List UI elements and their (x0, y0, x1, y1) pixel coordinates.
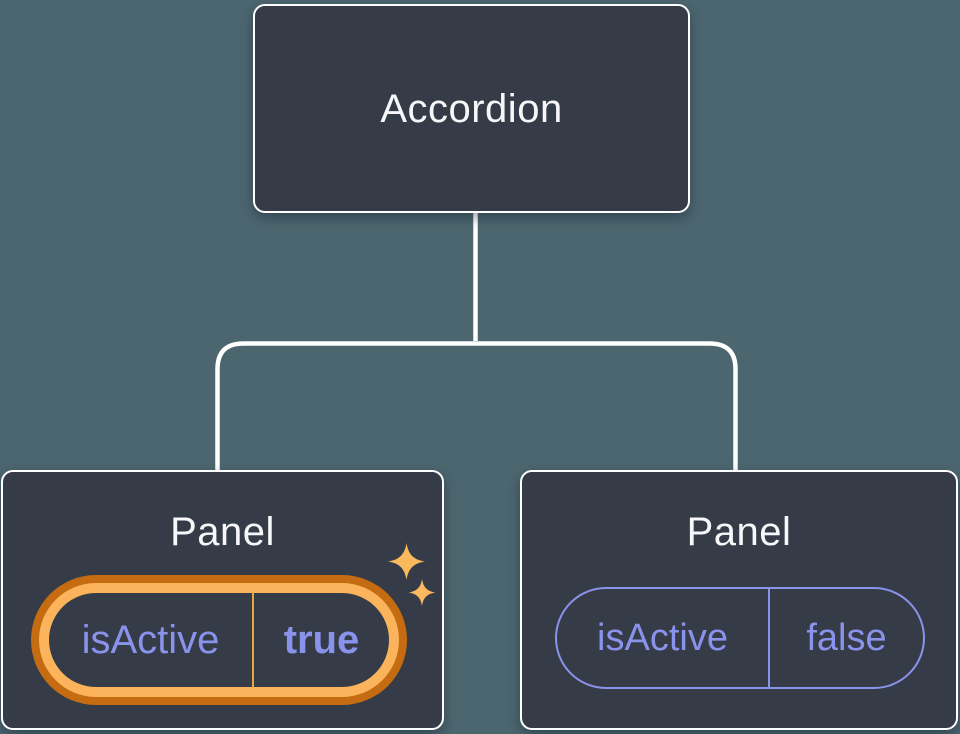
state-key-label: isActive (81, 617, 220, 662)
state-pill-highlight-inner-ring: isActive true (39, 583, 399, 697)
state-pill-highlight-ring: isActive true (31, 575, 407, 705)
sparkle-icon (408, 579, 436, 606)
panel-node-label: Panel (686, 510, 792, 554)
state-value-label: true (283, 617, 360, 662)
state-pill-divider (252, 593, 254, 687)
connector-branch-elbow (215, 341, 738, 472)
state-pill-divider (768, 589, 770, 687)
panel-node-label: Panel (170, 510, 275, 554)
tree-node-accordion: Accordion (253, 4, 690, 213)
state-value-label: false (806, 616, 887, 659)
tree-node-panel-inactive: Panel isActive false (520, 470, 958, 730)
state-pill-inactive: isActive false (555, 587, 925, 689)
state-key-label: isActive (597, 616, 728, 659)
accordion-node-label: Accordion (380, 86, 563, 131)
tree-node-panel-active: Panel isActive true (1, 470, 444, 730)
state-pill-active: isActive true (49, 593, 389, 687)
sparkle-icon (388, 543, 425, 580)
